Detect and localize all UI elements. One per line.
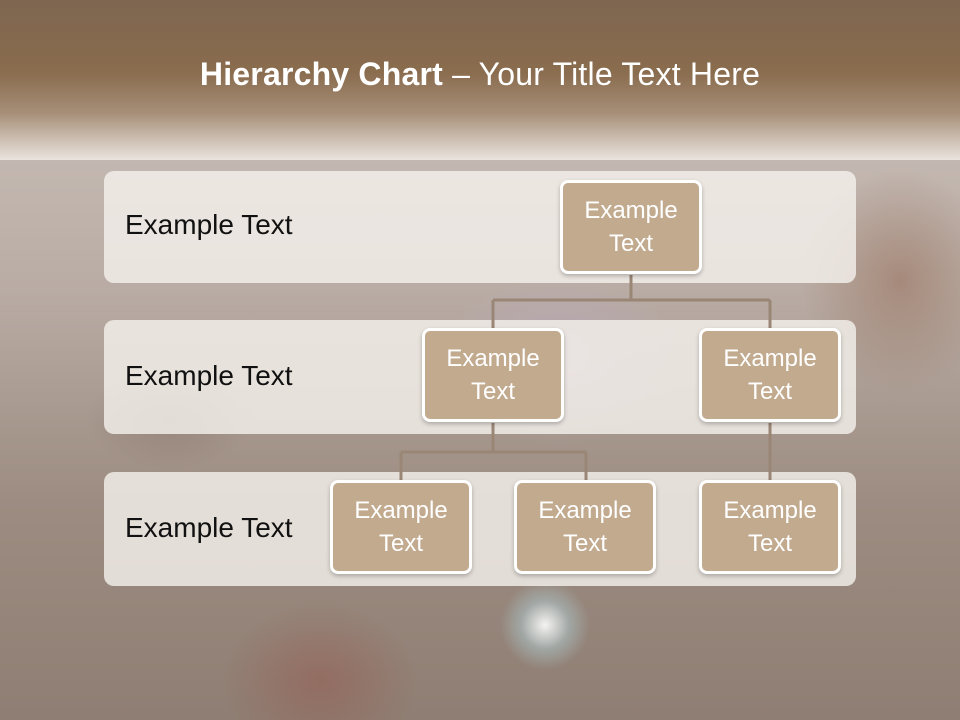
node-root-label: Example Text — [584, 197, 678, 257]
node-level3-left-2[interactable]: Example Text — [514, 480, 656, 574]
node-level2-left[interactable]: Example Text — [422, 328, 564, 422]
node-level3-left-1-label: Example Text — [354, 497, 448, 557]
title-rest: – Your Title Text Here — [443, 56, 761, 92]
node-level3-left-1[interactable]: Example Text — [330, 480, 472, 574]
title-bold: Hierarchy Chart — [199, 56, 443, 92]
node-level3-right-label: Example Text — [723, 497, 817, 557]
level-label-2: Example Text — [125, 360, 293, 391]
node-level3-right[interactable]: Example Text — [699, 480, 841, 574]
level-row-1: Example Text — [104, 171, 856, 283]
node-level2-left-label: Example Text — [446, 345, 540, 405]
page-title: Hierarchy Chart – Your Title Text Here — [0, 56, 960, 93]
node-root[interactable]: Example Text — [560, 180, 702, 274]
left-connector — [399, 423, 588, 482]
node-level2-right[interactable]: Example Text — [699, 328, 841, 422]
title-band — [0, 0, 960, 160]
level-label-3: Example Text — [125, 512, 293, 543]
node-level2-right-label: Example Text — [723, 345, 817, 405]
level-label-1: Example Text — [125, 209, 293, 240]
root-connector — [491, 275, 772, 330]
node-level3-left-2-label: Example Text — [538, 497, 632, 557]
